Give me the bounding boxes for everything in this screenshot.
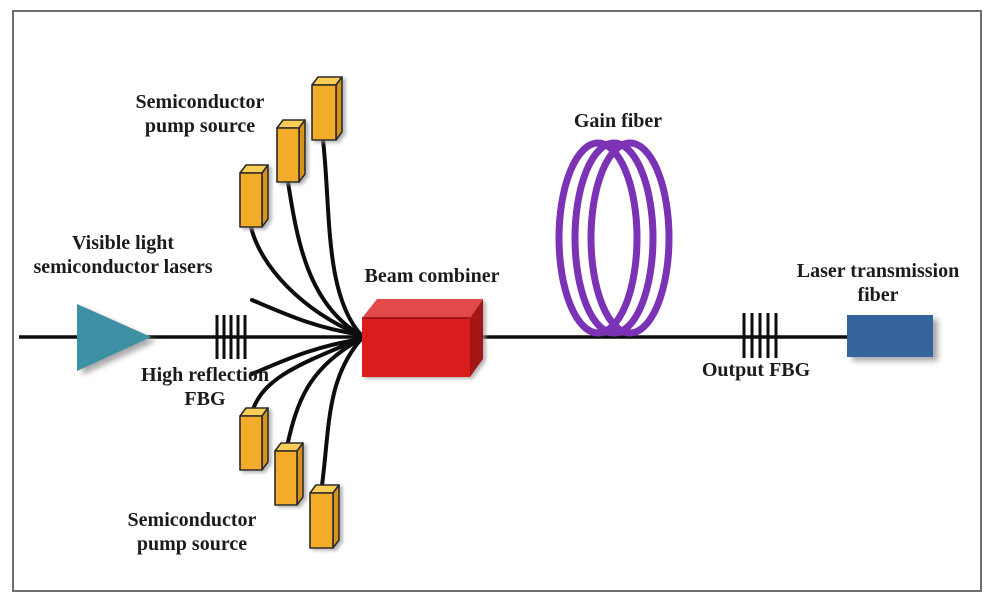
pump-box-bottom-1: [239, 407, 269, 471]
label-transmission-fiber-line2: fiber: [857, 284, 899, 306]
label-beam-combiner-text: Beam combiner: [364, 265, 500, 287]
label-transmission-fiber-line1: Laser transmission: [796, 260, 960, 282]
figure-border: [12, 10, 982, 592]
pump-fiber-bottom-2: [284, 336, 364, 453]
pump-fiber-top-0: [250, 298, 364, 337]
pump-box-bottom-3: [309, 484, 340, 549]
pump-fiber-top-2: [286, 180, 364, 338]
label-hr-fbg-line2: FBG: [184, 388, 226, 410]
label-pump-source-bottom-line1: Semiconductor: [127, 509, 257, 531]
label-hr-fbg-line1: High reflection: [141, 364, 269, 386]
label-visible-laser: Visible light semiconductor lasers: [33, 231, 212, 279]
pump-box-top-3: [311, 76, 343, 141]
transmission-fiber-box: [847, 315, 933, 357]
label-beam-combiner: Beam combiner: [365, 264, 500, 288]
label-gain-fiber-text: Gain fiber: [573, 110, 663, 132]
pump-fiber-bottom-1: [249, 336, 364, 418]
label-pump-source-bottom-line2: pump source: [136, 533, 248, 555]
label-pump-source-bottom: Semiconductor pump source: [128, 508, 257, 556]
label-pump-source-top-line1: Semiconductor: [135, 91, 265, 113]
label-gain-fiber: Gain fiber: [574, 109, 662, 133]
visible-laser-triangle: [77, 304, 151, 371]
pump-box-top-1: [239, 164, 269, 228]
pump-box-top-2: [276, 119, 306, 183]
pump-fiber-bottom-0: [250, 337, 364, 376]
label-output-fbg-text: Output FBG: [701, 359, 811, 381]
label-transmission-fiber: Laser transmission fiber: [797, 259, 959, 307]
pump-fiber-bundle: [249, 138, 364, 495]
label-output-fbg: Output FBG: [702, 358, 810, 382]
label-visible-laser-line1: Visible light: [71, 232, 175, 254]
beam-combiner-box: [362, 299, 483, 377]
gain-fiber-coil: [555, 139, 673, 337]
label-pump-source-top-line2: pump source: [144, 115, 256, 137]
pump-fiber-top-3: [321, 138, 364, 338]
pump-fiber-top-1: [249, 225, 364, 338]
hr-fbg-grating: [215, 315, 247, 359]
label-pump-source-top: Semiconductor pump source: [136, 90, 265, 138]
label-hr-fbg: High reflection FBG: [141, 363, 269, 411]
pump-box-bottom-2: [274, 442, 304, 506]
output-fbg-grating: [742, 313, 778, 358]
pump-fiber-bottom-3: [319, 336, 364, 495]
label-visible-laser-line2: semiconductor lasers: [33, 256, 213, 278]
